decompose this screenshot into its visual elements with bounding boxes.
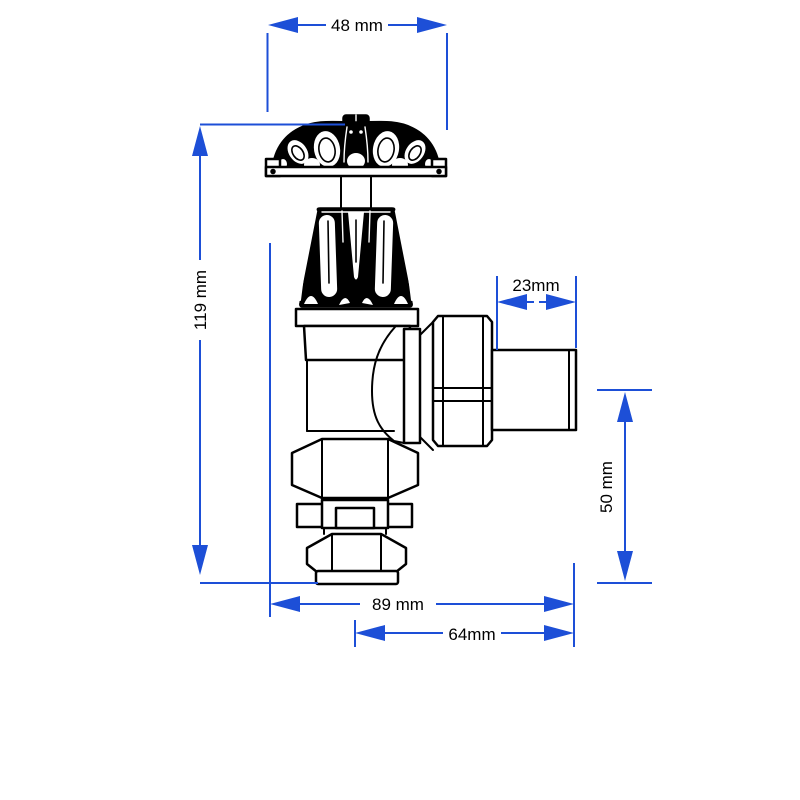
valve-drawing [264,114,578,586]
dimension-23mm-label: 23mm [512,276,559,295]
outlet-tail [490,348,578,432]
dimension-119mm-label: 119 mm [191,270,210,330]
body-hex-nut [290,437,420,500]
dimension-50mm-label: 50 mm [597,461,616,513]
lower-hex-assembly [290,437,420,586]
valve-handwheel [264,114,448,178]
compression-nut [305,532,408,574]
dimension-23mm: 23mm [496,276,577,350]
valve-stem [340,175,372,210]
handwheel-rim [264,165,448,178]
dimension-48mm: 48 mm [266,16,448,130]
dimension-50mm: 50 mm [597,389,652,584]
dimension-64mm-label: 64mm [448,625,495,644]
dimension-89mm: 89 mm [269,243,575,647]
bonnet-collar [294,307,420,328]
valve-outlet [402,314,578,451]
dimension-48mm-label: 48 mm [331,16,383,35]
union-nut [431,314,494,448]
valve-bonnet-cone [299,207,413,308]
outlet-adapter [402,327,422,445]
valve-body [306,326,405,444]
valve-neck [302,324,412,362]
dimension-89mm-label: 89 mm [372,595,424,614]
end-cap [314,569,400,586]
dimension-64mm: 64mm [354,620,574,647]
dimension-119mm: 119 mm [191,123,345,584]
